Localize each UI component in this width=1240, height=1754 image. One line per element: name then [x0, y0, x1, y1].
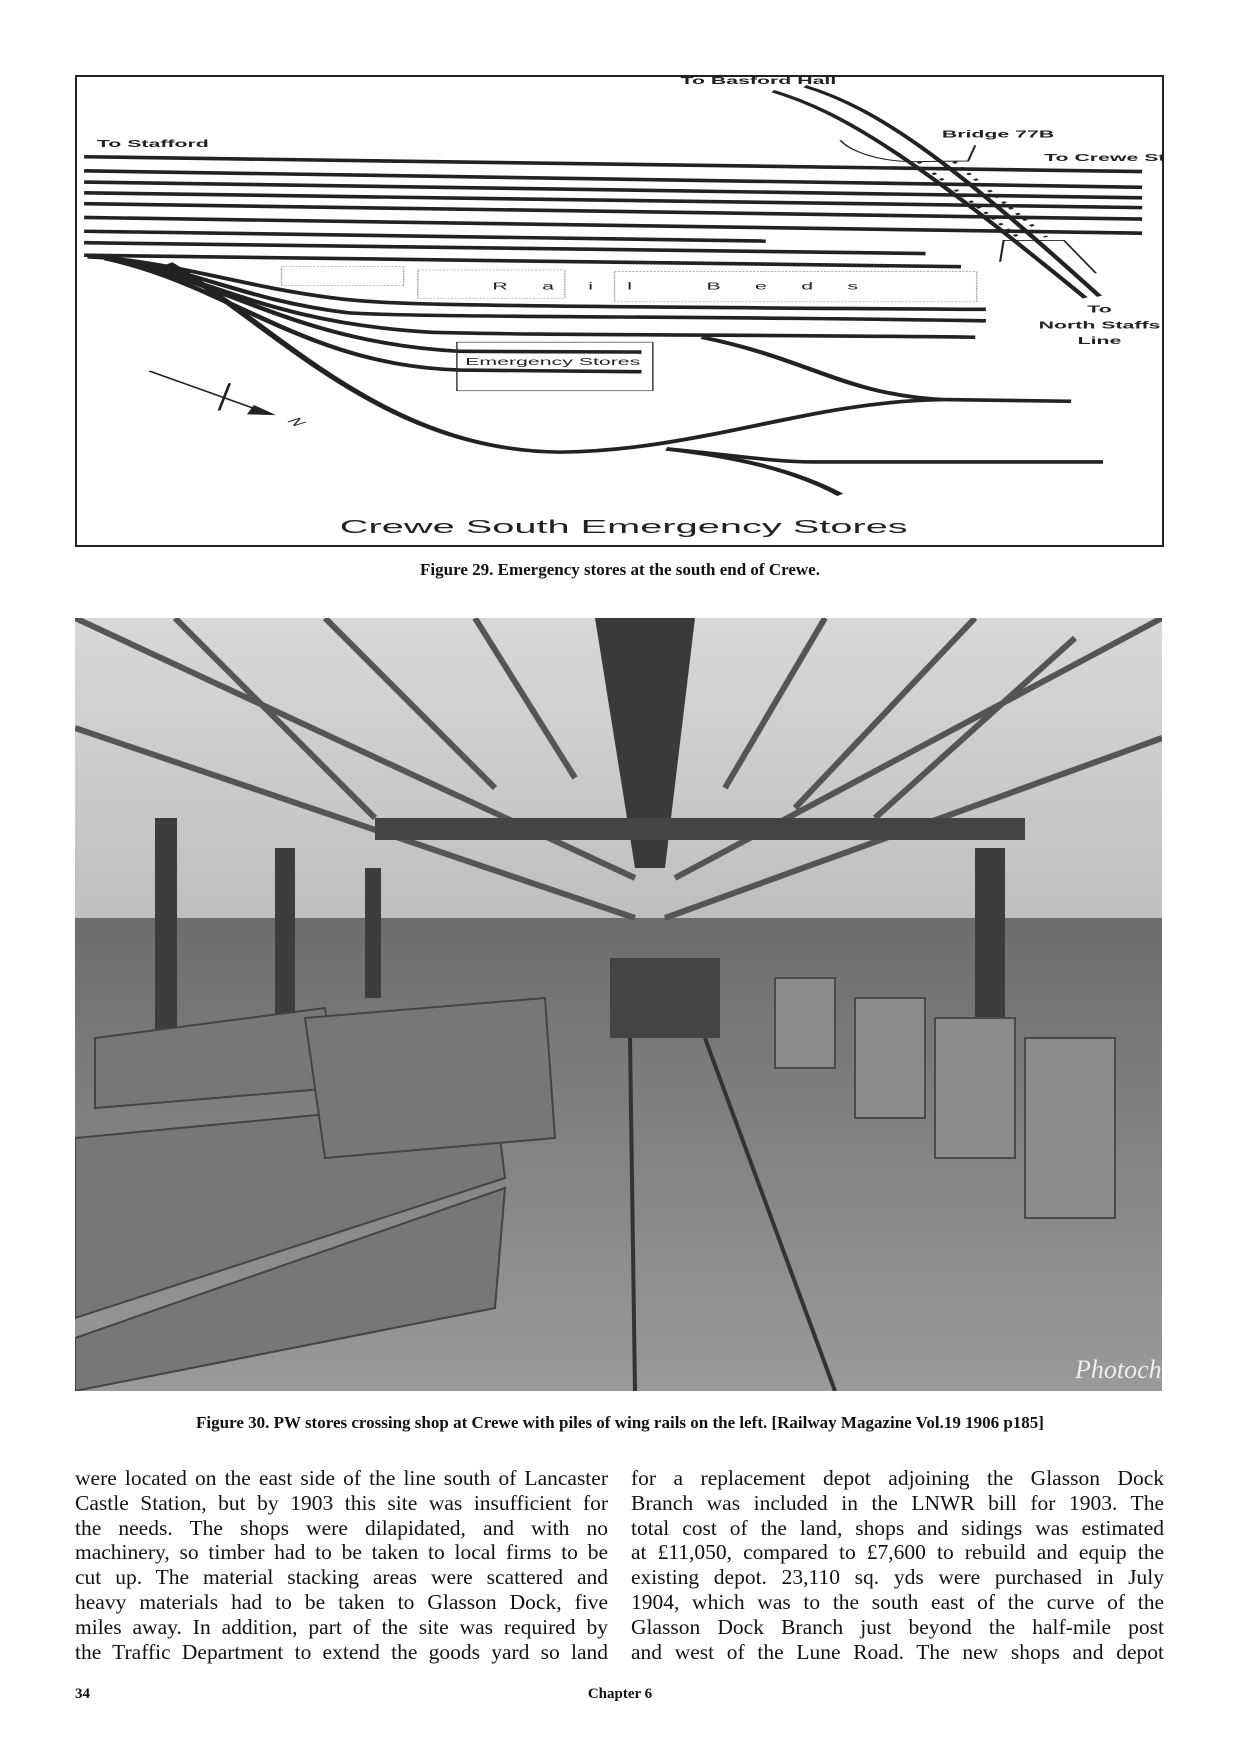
text-line: existing depot. 23,110 sq. yds were purc… [631, 1565, 1164, 1590]
to-north-staffs-label: Line [1078, 335, 1122, 346]
text-line: heavy materials had to be taken to Glass… [75, 1589, 608, 1614]
bridge-marker [839, 140, 977, 163]
north-arrow-icon [148, 370, 276, 416]
to-basford-hall-label: To Basford Hall [681, 77, 837, 87]
text-line: at £11,050, compared to £7,600 to rebuil… [631, 1540, 1164, 1565]
siding-track [83, 229, 766, 243]
text-line: Branch was included in the LNWR bill for… [631, 1490, 1164, 1515]
bridge-77b-deck [952, 161, 1049, 238]
rail-beds-label: R a i l B e d s [492, 281, 872, 292]
text-line: were located on the east side of the lin… [75, 1466, 608, 1490]
text-line: 1904, which was to the south east of the… [631, 1589, 1164, 1614]
emergency-stores-track [103, 256, 642, 374]
text-line: Glasson Dock Branch just beyond the half… [631, 1614, 1164, 1639]
bridge-marker [999, 239, 1097, 274]
to-crewe-station-label: To Crewe Station [1044, 152, 1162, 163]
to-north-staffs-label: North Staffs [1039, 319, 1161, 330]
figure-29-caption: Figure 29. Emergency stores at the south… [420, 560, 820, 579]
basford-line-track [771, 90, 1088, 299]
emergency-stores-label: Emergency Stores [465, 356, 640, 367]
text-line: Castle Station, but by 1903 this site wa… [75, 1490, 608, 1515]
emergency-stores-box [456, 341, 654, 392]
main-line-track [83, 180, 1143, 200]
body-text-left-column: were located on the east side of the lin… [75, 1466, 608, 1664]
emergency-stores-track [104, 256, 642, 354]
text-line: and west of the Lune Road. The new shops… [631, 1639, 1164, 1664]
to-north-staffs-label: To [1087, 304, 1111, 315]
body-text-right-column: for a replacement depot adjoining the Gl… [631, 1466, 1164, 1664]
siding-track [83, 253, 962, 269]
chapter-label: Chapter 6 [587, 1686, 653, 1702]
main-line-track [83, 201, 1143, 221]
main-line-track [83, 154, 1143, 174]
main-line-track [83, 169, 1143, 190]
main-line-track [83, 215, 1143, 236]
diagram-title: Crewe South Emergency Stores [340, 517, 908, 538]
text-line: cut up. The material stacking areas were… [75, 1565, 608, 1590]
north-label: N [282, 416, 311, 428]
bridge-77b-label: Bridge 77B [942, 129, 1054, 140]
figure-30-photograph: Photochrom. [75, 618, 1162, 1391]
text-line: the Traffic Department to extend the goo… [75, 1639, 608, 1664]
basford-line-track [803, 85, 1103, 297]
loop-track [166, 262, 944, 454]
page-number: 34 [75, 1686, 90, 1702]
tracks [83, 85, 1143, 496]
siding-track [700, 335, 1072, 404]
siding-track [665, 447, 844, 496]
text-line: total cost of the land, shops and siding… [631, 1515, 1164, 1540]
to-stafford-label: To Stafford [97, 138, 209, 149]
siding-track [83, 240, 926, 256]
text-line: machinery, so timber had to be taken to … [75, 1540, 608, 1565]
track-diagram-svg: N To Basford Hall To Stafford Bridge 77B… [83, 77, 1162, 538]
stores-shop-photo: Photochrom. [75, 618, 1162, 1391]
text-line: miles away. In addition, part of the sit… [75, 1614, 608, 1639]
figure-29-track-diagram: N To Basford Hall To Stafford Bridge 77B… [75, 75, 1164, 547]
photochrom-watermark: Photochrom. [1074, 1355, 1162, 1384]
text-line: the needs. The shops were dilapidated, a… [75, 1515, 608, 1540]
text-line: for a replacement depot adjoining the Gl… [631, 1466, 1164, 1490]
bridge-77b-deck [916, 161, 1020, 238]
figure-30-caption: Figure 30. PW stores crossing shop at Cr… [196, 1413, 1044, 1432]
